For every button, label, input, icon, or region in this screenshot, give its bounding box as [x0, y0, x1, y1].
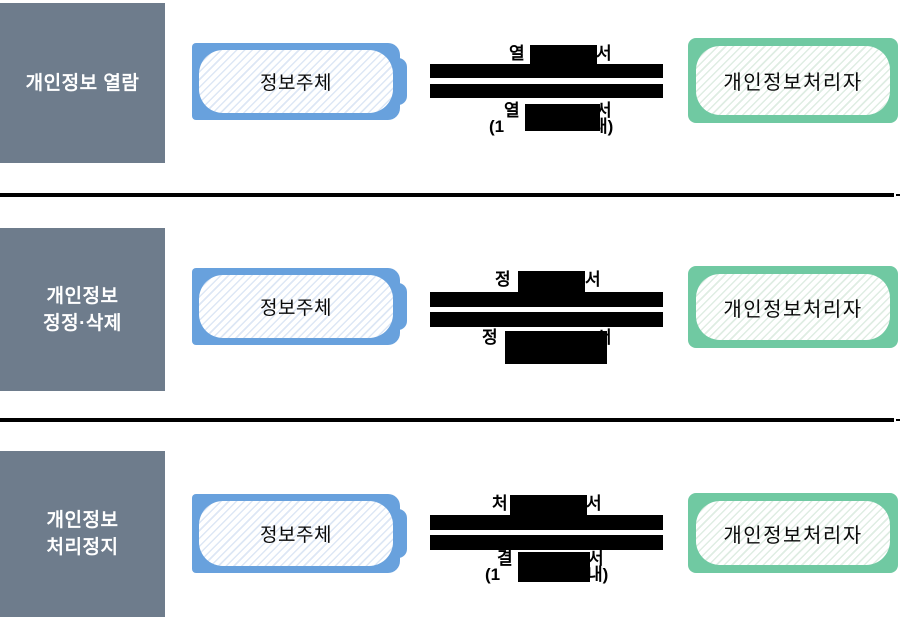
redacted-arrow-top: [430, 292, 663, 307]
label-fragment-left: 결: [497, 549, 513, 568]
redacted-arrow-bottom: [430, 84, 663, 98]
label-fragment-right: 서: [586, 494, 602, 513]
redaction-cover: [505, 331, 607, 364]
label-fragment-right: 서: [596, 44, 612, 63]
redaction-cover: [525, 104, 600, 131]
data-subject-label: 정보주체: [260, 73, 332, 94]
data-subject-inner: 정보주체: [199, 50, 393, 113]
redacted-arrow-bottom: [430, 312, 663, 327]
processor-label: 개인정보처리자: [723, 298, 863, 321]
processor-label: 개인정보처리자: [723, 524, 863, 547]
redacted-arrow-top: [430, 515, 663, 530]
label-fragment-left: (1: [485, 565, 501, 584]
box-edge-decoration: [395, 509, 407, 558]
processor-inner: 개인정보처리자: [696, 501, 890, 565]
data-subject-inner: 정보주체: [199, 501, 393, 566]
processor-box: 개인정보처리자: [688, 266, 898, 348]
category-label: 처리정지: [46, 537, 119, 558]
data-subject-label: 정보주체: [260, 298, 332, 319]
label-fragment-left: 정: [482, 328, 498, 347]
section-divider: [0, 193, 900, 197]
section-divider: [0, 418, 900, 422]
label-fragment-right: 내): [587, 565, 609, 584]
data-subject-box: 정보주체: [192, 494, 407, 573]
box-edge-decoration: [395, 283, 407, 330]
processor-box: 개인정보처리자: [688, 38, 898, 123]
category-box-correction: 개인정보 정정·삭제: [0, 228, 165, 391]
processor-label: 개인정보처리자: [723, 72, 863, 94]
redaction-cover: [530, 45, 597, 65]
category-label: 개인정보: [46, 510, 119, 531]
data-subject-label: 정보주체: [260, 525, 332, 546]
category-label: 개인정보 열람: [25, 72, 140, 94]
redaction-cover: [518, 552, 590, 582]
label-fragment-left: (1: [489, 117, 505, 136]
box-edge-decoration: [395, 58, 407, 105]
data-subject-box: 정보주체: [192, 268, 407, 345]
label-fragment-left: 정: [495, 270, 511, 289]
category-label: 개인정보: [46, 285, 119, 307]
label-fragment-left: 열: [504, 101, 520, 120]
category-box-access: 개인정보 열람: [0, 3, 165, 163]
category-label: 정정·삭제: [43, 312, 122, 334]
processor-inner: 개인정보처리자: [696, 46, 890, 115]
redaction-cover: [518, 271, 585, 293]
label-fragment-right: 서: [588, 549, 604, 568]
category-box-suspension: 개인정보 처리정지: [0, 451, 165, 617]
processor-inner: 개인정보처리자: [696, 274, 890, 340]
label-fragment-left: 처: [492, 494, 508, 513]
data-subject-inner: 정보주체: [199, 275, 393, 338]
label-fragment-left: 열: [509, 44, 525, 63]
redaction-cover: [510, 495, 587, 516]
redacted-arrow-top: [430, 64, 663, 78]
processor-box: 개인정보처리자: [688, 493, 898, 573]
label-fragment-right: 서: [585, 270, 601, 289]
data-subject-box: 정보주체: [192, 43, 407, 120]
redacted-arrow-bottom: [430, 535, 663, 550]
